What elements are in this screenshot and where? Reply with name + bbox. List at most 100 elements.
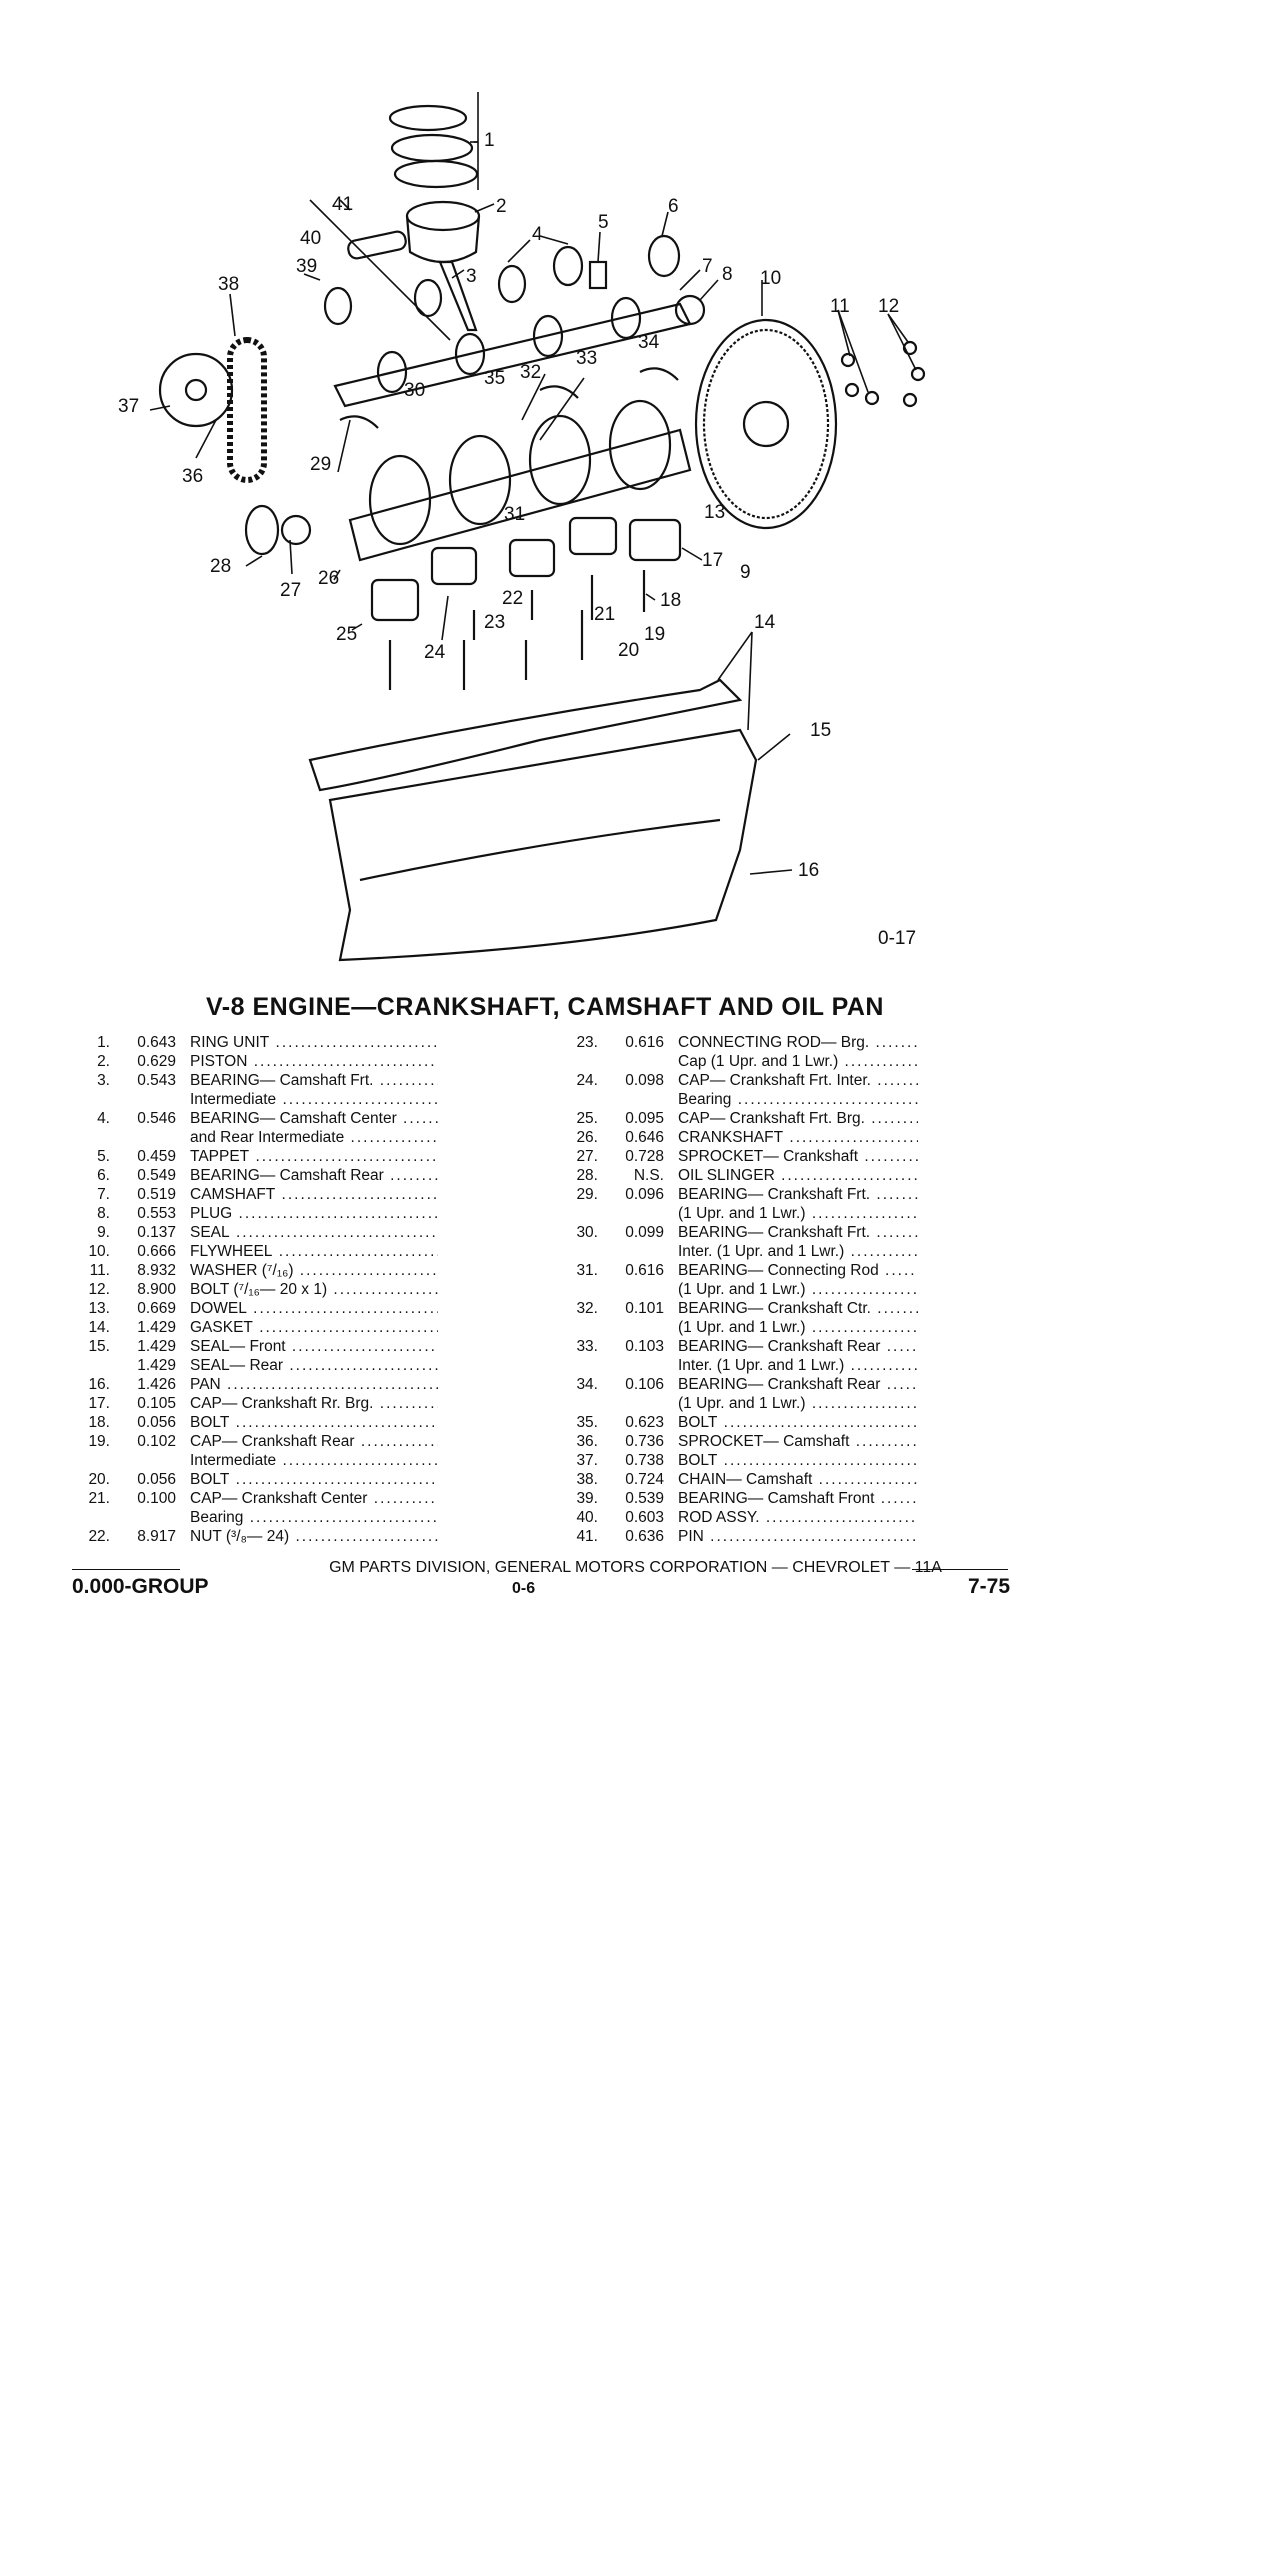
leader-dots: ........................................ (282, 1452, 438, 1469)
part-description-text: SEAL— Front (190, 1338, 286, 1355)
part-number: 30. (576, 1224, 598, 1241)
part-number: 2. (97, 1053, 110, 1070)
leader-dots: ........................................ (880, 1490, 918, 1507)
part-description: (1 Upr. and 1 Lwr.) ....................… (678, 1280, 918, 1299)
part-number: 7. (97, 1186, 110, 1203)
part-description: PAN ....................................… (190, 1375, 438, 1394)
part-number: 11. (89, 1262, 110, 1279)
leader-dots: ........................................ (710, 1528, 918, 1545)
leader-dots: ........................................ (289, 1357, 438, 1374)
part-number (72, 1451, 110, 1470)
part-description: WASHER (⁷/₁₆) ..........................… (190, 1261, 438, 1280)
part-description-text: PIN (678, 1528, 704, 1545)
footer-date: 7-75 (968, 1575, 1011, 1598)
part-number: 19. (88, 1433, 110, 1450)
part-number: 41. (576, 1528, 598, 1545)
part-number: 6. (97, 1167, 110, 1184)
part-code: 0.603 (625, 1509, 664, 1526)
part-number: 28. (576, 1167, 598, 1184)
part-number: 31. (576, 1262, 598, 1279)
part-description-text: SPROCKET— Crankshaft (678, 1148, 859, 1165)
leader-dots: ........................................ (373, 1490, 438, 1507)
part-code: 0.100 (137, 1490, 176, 1507)
part-description-text: CAP— Crankshaft Rr. Brg. (190, 1395, 374, 1412)
part-description-text: BOLT (⁷/₁₆— 20 x 1) (190, 1281, 328, 1298)
part-code: 0.616 (625, 1262, 664, 1279)
part-description: BEARING— Camshaft Frt. .................… (190, 1071, 438, 1090)
callout-36: 36 (182, 466, 203, 487)
leader-dots: ........................................ (253, 1300, 438, 1317)
part-number (560, 1052, 598, 1071)
leader-dots: ........................................ (299, 1262, 438, 1279)
parts-row: (1 Upr. and 1 Lwr.) ....................… (560, 1318, 918, 1337)
leader-dots: ........................................ (281, 1186, 438, 1203)
part-code: 0.724 (625, 1471, 664, 1488)
part-description: PIN ....................................… (678, 1527, 918, 1546)
part-description: DOWEL ..................................… (190, 1299, 438, 1318)
leader-dots: ........................................ (811, 1319, 918, 1336)
part-code (110, 1090, 190, 1109)
part-description: CAP— Crankshaft Frt. Inter. ............… (678, 1071, 918, 1090)
parts-row: 28.N.S.OIL SLINGER .....................… (560, 1166, 918, 1185)
piston-shape (405, 200, 481, 232)
callout-2: 2 (496, 196, 507, 217)
part-description-text: BOLT (190, 1471, 230, 1488)
leader-dots: ........................................ (885, 1262, 918, 1279)
oil-pan-shape (328, 728, 758, 962)
callout-17: 17 (702, 550, 723, 571)
callout-6: 6 (668, 196, 679, 217)
callout-4: 4 (532, 224, 543, 245)
part-code: 0.543 (137, 1072, 176, 1089)
timing-chain-shape (227, 337, 267, 483)
footer-page-number: 0-6 (512, 1580, 536, 1597)
leader-dots: ........................................ (781, 1167, 918, 1184)
part-number: 25. (576, 1110, 598, 1127)
footer-rule-right (912, 1569, 1008, 1570)
callout-25: 25 (336, 624, 357, 645)
part-description: CRANKSHAFT .............................… (678, 1128, 918, 1147)
part-code: 0.101 (625, 1300, 664, 1317)
part-description: Bearing ................................… (678, 1090, 918, 1109)
part-number: 34. (576, 1376, 598, 1393)
part-code (110, 1128, 190, 1147)
parts-row: Intermediate ...........................… (72, 1090, 438, 1109)
callout-23: 23 (484, 612, 505, 633)
leader-dots: ........................................ (227, 1376, 438, 1393)
part-description-text: SEAL (190, 1224, 230, 1241)
leader-dots: ........................................ (850, 1243, 918, 1260)
callout-13: 13 (704, 502, 725, 523)
part-description: CHAIN— Camshaft ........................… (678, 1470, 918, 1489)
camshaft-shape (333, 302, 692, 408)
part-number (560, 1090, 598, 1109)
parts-row: Inter. (1 Upr. and 1 Lwr.) .............… (560, 1242, 918, 1261)
part-description-text: (1 Upr. and 1 Lwr.) (678, 1281, 806, 1298)
part-description: SEAL— Front ............................… (190, 1337, 438, 1356)
part-description: BEARING— Crankshaft Rear ...............… (678, 1337, 918, 1356)
camshaft-sprocket-shape (158, 352, 234, 428)
leader-dots: ........................................ (259, 1319, 438, 1336)
part-description-text: WASHER (⁷/₁₆) (190, 1262, 294, 1279)
part-description: OIL SLINGER ............................… (678, 1166, 918, 1185)
part-code: 0.738 (625, 1452, 664, 1469)
callout-10: 10 (760, 268, 781, 289)
part-description: Bearing ................................… (190, 1508, 438, 1527)
callout-27: 27 (280, 580, 301, 601)
callout-24: 24 (424, 642, 446, 663)
leader-dots: ........................................ (390, 1167, 438, 1184)
callout-40: 40 (300, 228, 321, 249)
part-description-text: TAPPET (190, 1148, 250, 1165)
callout-21: 21 (594, 604, 615, 625)
parts-row: (1 Upr. and 1 Lwr.) ....................… (560, 1394, 918, 1413)
part-number: 37. (576, 1452, 598, 1469)
part-number: 14. (88, 1319, 110, 1336)
